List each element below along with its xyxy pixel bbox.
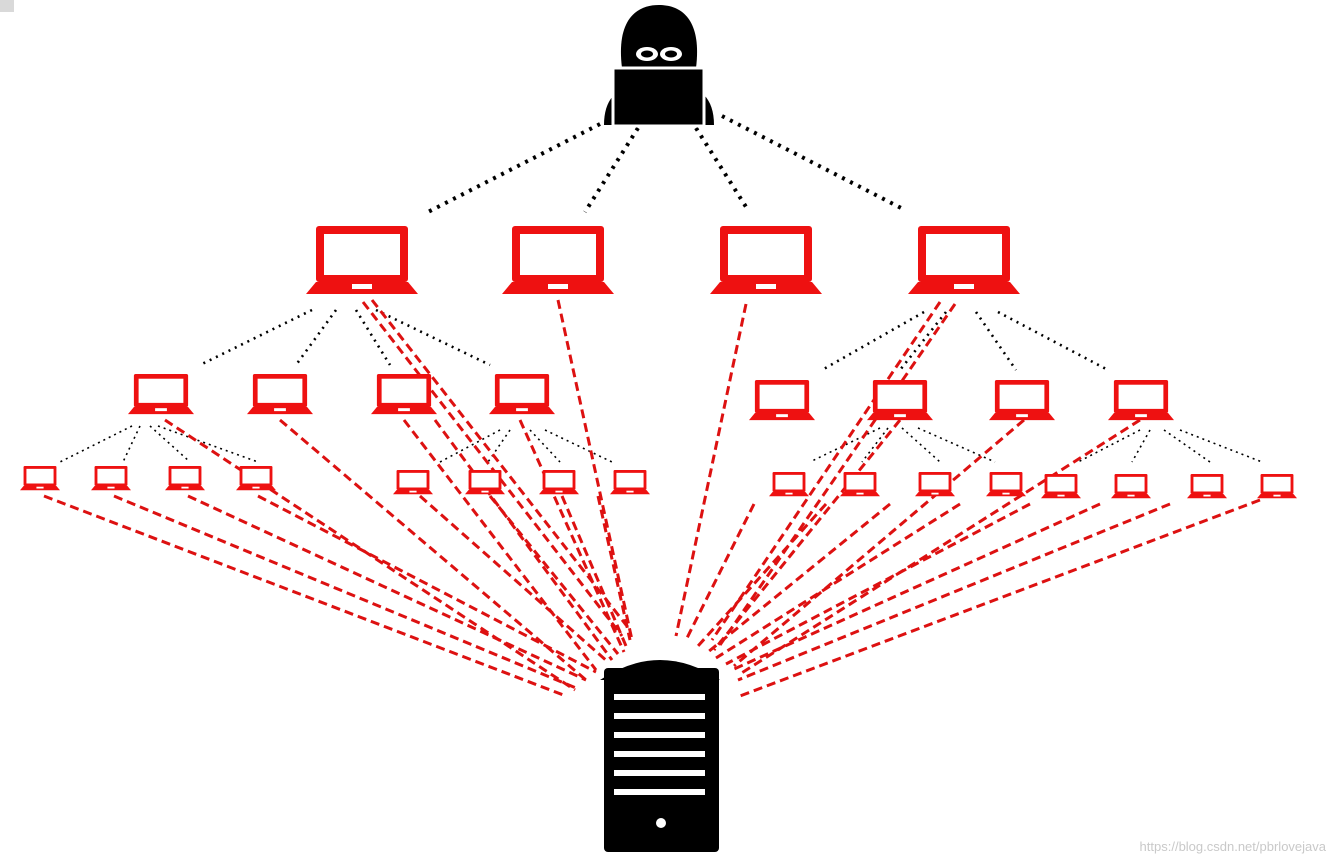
handler-control-line <box>294 309 338 366</box>
bot-laptops <box>20 226 1297 499</box>
zombie-laptop-icon <box>840 472 880 497</box>
attack-line <box>402 419 598 671</box>
zombie-laptop-icon <box>1111 474 1151 499</box>
handler-control-line <box>997 310 1109 372</box>
attack-line <box>361 301 624 637</box>
agent-laptop-icon <box>128 374 194 415</box>
zombie-laptop-icon <box>915 472 955 497</box>
zombie-laptop-icon <box>393 470 433 495</box>
zombie-laptop-icon <box>1187 474 1227 499</box>
zombie-laptop-icon <box>986 472 1026 497</box>
agent-control-line <box>1179 429 1263 463</box>
handler-control-line <box>199 308 313 367</box>
agent-control-line <box>439 429 501 463</box>
agent-control-line <box>1131 429 1151 463</box>
attacker-hacker-icon <box>604 5 714 128</box>
attack-line <box>739 498 1261 698</box>
handler-control-line <box>898 311 948 371</box>
agent-control-line <box>809 427 881 463</box>
agent-laptop-icon <box>371 374 437 415</box>
attack-line <box>731 502 1101 672</box>
attack-line <box>43 494 567 698</box>
zombie-laptop-icon <box>769 472 809 497</box>
agent-laptop-icon <box>867 380 933 421</box>
attack-line <box>733 418 1025 668</box>
agent-control-line <box>487 429 511 463</box>
watermark-url: https://blog.csdn.net/pbrlovejava <box>1139 839 1326 854</box>
agent-control-line <box>529 429 561 463</box>
zombie-laptop-icon <box>20 466 60 491</box>
attacker-control-line <box>721 114 906 212</box>
agent-control-line <box>917 427 996 463</box>
target-server-tower-icon <box>600 660 720 852</box>
attack-line <box>710 301 942 641</box>
attack-line <box>556 299 634 641</box>
agent-control-line <box>1163 429 1211 463</box>
zombie-laptop-icon <box>91 466 131 491</box>
attack-line <box>737 502 1171 682</box>
attack-line <box>279 418 587 682</box>
agent-control-line <box>1077 429 1141 463</box>
agent-laptop-icon <box>247 374 313 415</box>
attack-line <box>518 419 626 653</box>
attacker-control-line <box>583 126 640 214</box>
zombie-laptop-icon <box>610 470 650 495</box>
agent-control-line <box>59 425 133 463</box>
attack-line <box>488 495 620 655</box>
attack-line <box>715 502 961 660</box>
corner-mark <box>0 0 14 12</box>
zombie-laptop-icon <box>1041 474 1081 499</box>
attacker-control-line <box>427 122 601 214</box>
attack-line <box>707 502 891 654</box>
agent-control-line <box>901 427 941 463</box>
attack-line <box>433 419 614 661</box>
attack-line <box>739 418 1141 676</box>
zombie-laptop-icon <box>1257 474 1297 499</box>
handler-laptop-icon <box>306 226 418 294</box>
agent-laptop-icon <box>1108 380 1174 421</box>
handler-laptop-icon <box>502 226 614 294</box>
attack-line <box>419 494 609 664</box>
attack-line <box>712 419 902 651</box>
handler-control-line <box>974 311 1018 371</box>
agent-control-line <box>544 429 613 463</box>
agent-control-line <box>861 427 889 463</box>
attack-line <box>596 495 632 641</box>
handler-control-line <box>375 308 491 367</box>
attack-line <box>113 494 577 690</box>
handler-laptop-icon <box>710 226 822 294</box>
zombie-laptop-icon <box>236 466 276 491</box>
zombie-laptop-icon <box>165 466 205 491</box>
agent-laptop-icon <box>489 374 555 415</box>
attack-lines <box>43 299 1261 698</box>
agent-laptop-icon <box>989 380 1055 421</box>
agent-control-line <box>122 425 141 463</box>
zombie-laptop-icon <box>539 470 579 495</box>
zombie-laptop-icon <box>465 470 505 495</box>
agent-control-line <box>157 425 259 463</box>
handler-laptop-icon <box>908 226 1020 294</box>
attack-line <box>725 502 1031 666</box>
attack-line <box>696 502 828 648</box>
attacker-control-line <box>694 126 750 212</box>
handler-control-line <box>821 310 925 372</box>
control-lines <box>59 114 1263 463</box>
attack-line <box>684 503 756 641</box>
attack-line <box>674 303 748 637</box>
agent-laptop-icon <box>749 380 815 421</box>
attack-line <box>187 494 587 682</box>
attack-line <box>257 494 597 674</box>
